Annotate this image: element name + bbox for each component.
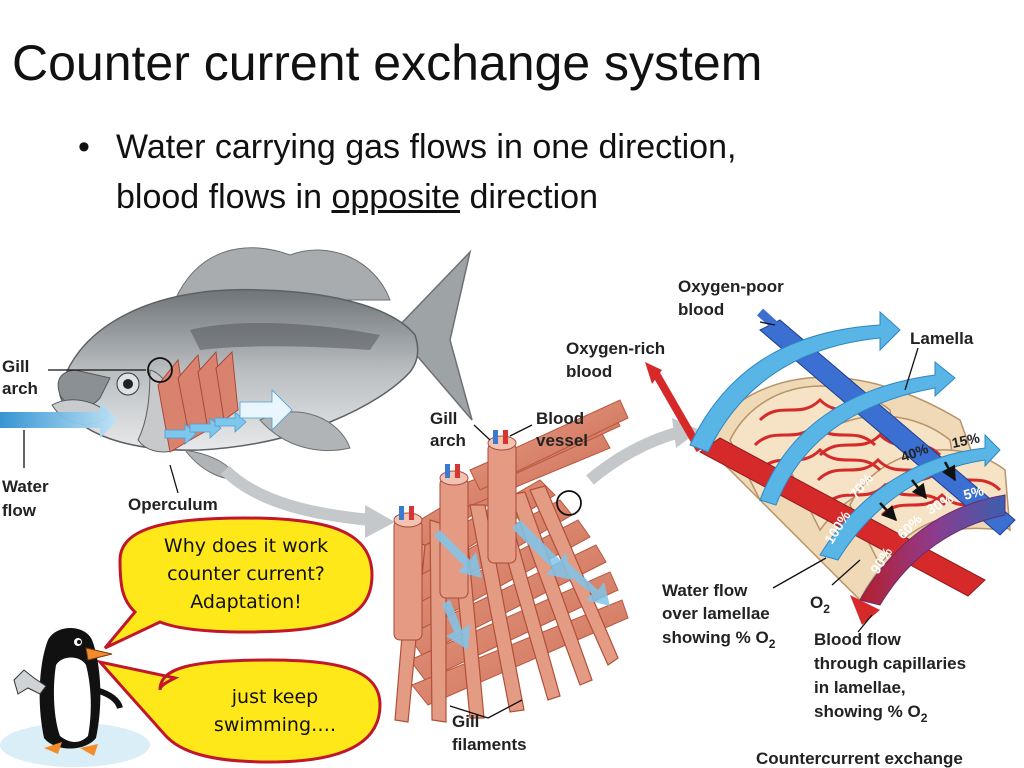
bullet-line-2-post: direction [460, 178, 598, 216]
label-water-flow-fish-1: Water [2, 477, 49, 496]
label-water-over-lamellae-1: Water flow [662, 581, 748, 600]
penguin-icon [0, 628, 150, 767]
question-bubble [103, 516, 374, 650]
label-gill-filaments-1: Gill [452, 712, 479, 731]
label-countercurrent-caption: Countercurrent exchange [756, 749, 963, 768]
gill-filaments-illustration [393, 399, 700, 723]
blood-pct-5: 5% [962, 482, 986, 503]
label-blood-flow-1: Blood flow [814, 630, 902, 649]
lamella-illustration [645, 308, 1016, 633]
bullet-line-2-pre: blood flows in [116, 178, 332, 216]
bullet-line-1: Water carrying gas flows in one directio… [116, 128, 737, 166]
label-gill-arch-1: Gill [430, 409, 457, 428]
label-blood-vessel-1: Blood [536, 409, 584, 428]
question-line-2: counter current? [167, 563, 325, 585]
slide-title: Counter current exchange system [12, 35, 763, 91]
label-gill-arch-2: arch [430, 431, 466, 450]
label-gill-arch-fish-1: Gill [2, 357, 29, 376]
label-oxygen-poor-2: blood [678, 300, 724, 319]
label-o2: O2 [810, 593, 830, 616]
answer-line-1: just keep [231, 686, 319, 708]
label-water-flow-fish-2: flow [2, 501, 37, 520]
label-operculum: Operculum [128, 495, 218, 514]
answer-line-2: swimming…. [213, 714, 337, 736]
label-gill-filaments-2: filaments [452, 735, 527, 754]
label-oxygen-poor-1: Oxygen-poor [678, 277, 784, 296]
label-blood-flow-2: through capillaries [814, 654, 966, 673]
label-oxygen-rich-2: blood [566, 362, 612, 381]
fish-illustration [0, 247, 473, 538]
label-blood-vessel-2: vessel [536, 431, 588, 450]
label-water-over-lamellae-3: showing % O2 [662, 628, 776, 651]
label-blood-flow-4: showing % O2 [814, 702, 928, 725]
label-gill-arch-fish-2: arch [2, 379, 38, 398]
water-pct-15: 15% [950, 429, 981, 451]
bullet-symbol: • [78, 128, 90, 166]
answer-bubble [95, 658, 382, 764]
label-blood-flow-3: in lamellae, [814, 678, 906, 697]
underlined-word: opposite [331, 178, 461, 216]
bullet-text: Water carrying gas flows in one directio… [116, 122, 936, 222]
label-lamella: Lamella [910, 329, 974, 348]
label-water-over-lamellae-2: over lamellae [662, 604, 770, 623]
question-bubble-text: Why does it work counter current? Adapta… [130, 532, 362, 616]
label-oxygen-rich-1: Oxygen-rich [566, 339, 665, 358]
bullet-line-2: blood flows in opposite direction [116, 172, 936, 222]
question-line-1: Why does it work [163, 535, 329, 557]
answer-bubble-text: just keep swimming…. [175, 683, 375, 739]
question-line-3: Adaptation! [190, 591, 302, 613]
